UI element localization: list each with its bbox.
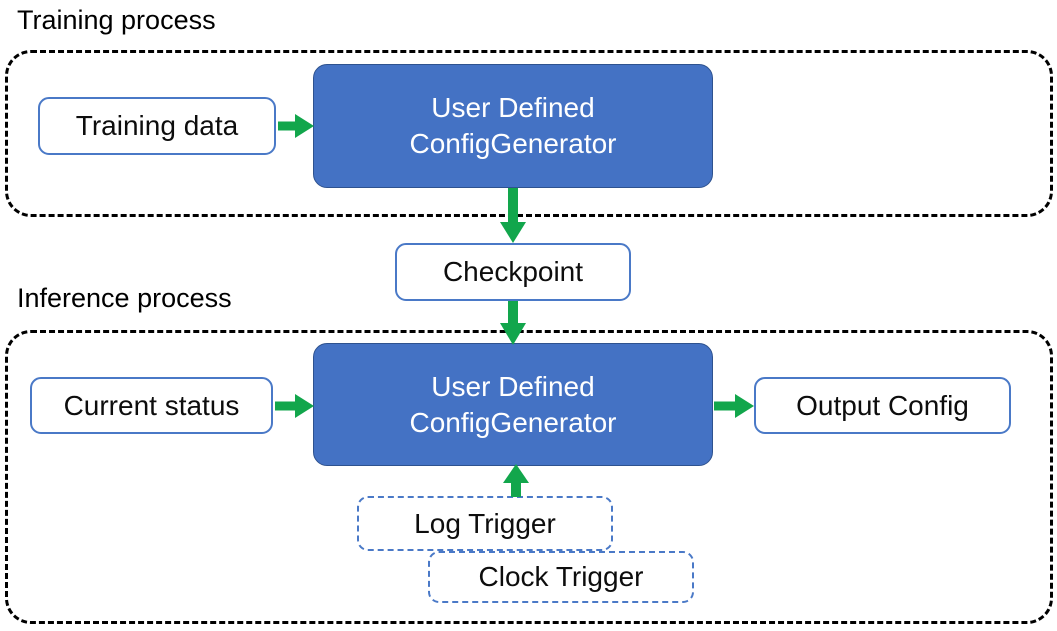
node-checkpoint-label: Checkpoint (442, 256, 584, 288)
training-process-container (5, 50, 1053, 217)
node-generator-inference-line1: User Defined (431, 370, 595, 402)
node-user-defined-configgenerator-inference[interactable]: User Defined ConfigGenerator (313, 343, 713, 466)
node-user-defined-configgenerator-training[interactable]: User Defined ConfigGenerator (313, 64, 713, 188)
node-generator-training-line1: User Defined (431, 92, 595, 124)
node-clock-trigger[interactable]: Clock Trigger (428, 551, 694, 603)
node-training-data[interactable]: Training data (38, 97, 276, 155)
inference-process-title: Inference process (17, 283, 232, 313)
node-log-trigger-label: Log Trigger (414, 507, 556, 539)
node-current-status[interactable]: Current status (30, 377, 273, 434)
training-process-title: Training process (17, 5, 216, 35)
inference-process-container (5, 330, 1053, 624)
node-generator-training-line2: ConfigGenerator (409, 128, 617, 159)
node-training-data-label: Training data (75, 110, 239, 142)
node-output-config[interactable]: Output Config (754, 377, 1011, 434)
node-output-config-label: Output Config (796, 389, 969, 421)
node-current-status-label: Current status (63, 389, 240, 421)
node-generator-inference-line2: ConfigGenerator (409, 406, 617, 438)
node-log-trigger[interactable]: Log Trigger (357, 496, 613, 551)
node-clock-trigger-label: Clock Trigger (478, 561, 644, 592)
node-checkpoint[interactable]: Checkpoint (395, 243, 631, 301)
